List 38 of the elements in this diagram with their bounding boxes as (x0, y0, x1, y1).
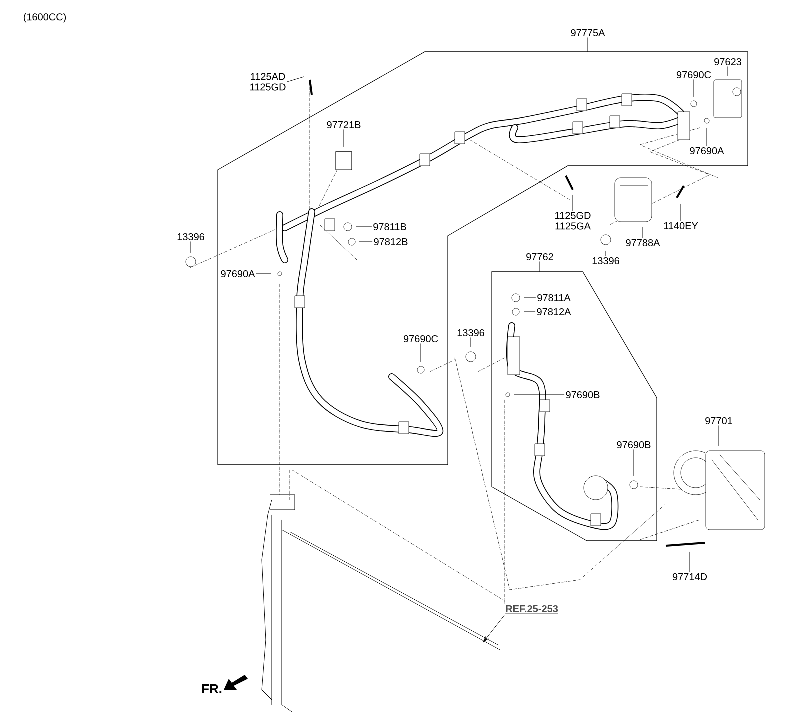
leader-line (514, 394, 565, 396)
part-number: REF.25-253 (505, 605, 559, 614)
part-number: 97690B (566, 391, 600, 399)
leader-line (470, 337, 472, 348)
part-number: 13396 (178, 233, 204, 241)
part-number: 97721B (327, 121, 361, 129)
leader-line (706, 128, 708, 146)
part-number: 97788A (626, 239, 660, 247)
part-number: 13396 (458, 329, 484, 337)
leader-line (287, 76, 304, 82)
part-number: 97690A (690, 147, 724, 155)
part-number: 97812B (374, 238, 408, 246)
part-number: 97690C (404, 335, 438, 343)
part-number: 97714D (672, 573, 708, 581)
part-number: 97812A (537, 308, 572, 316)
leader-line (190, 241, 192, 254)
label: FR. (202, 684, 222, 694)
part-number: 97811B (374, 223, 406, 231)
leader-line (420, 343, 422, 362)
part-number: 97690C (676, 71, 712, 79)
part-number: 97701 (706, 417, 732, 425)
part-number: 1140EY (664, 222, 698, 230)
label: (1600CC) (24, 13, 66, 23)
part-number: 97762 (526, 253, 554, 261)
part-number: 1125GD 1125GA (556, 212, 591, 230)
leader-line (718, 425, 720, 446)
part-number: 13396 (592, 257, 620, 265)
leader-line (642, 226, 644, 238)
part-number: 97775A (571, 29, 606, 37)
part-number: 97690B (617, 441, 651, 449)
part-number: 97811A (538, 294, 571, 302)
leader-line (572, 194, 574, 212)
leader-line (483, 615, 505, 643)
part-number: 1125AD 1125GD (250, 73, 286, 91)
part-number: 97690A (221, 270, 256, 278)
leader-line (356, 226, 372, 228)
leader-line (680, 204, 682, 222)
part-number: 97623 (714, 58, 742, 66)
